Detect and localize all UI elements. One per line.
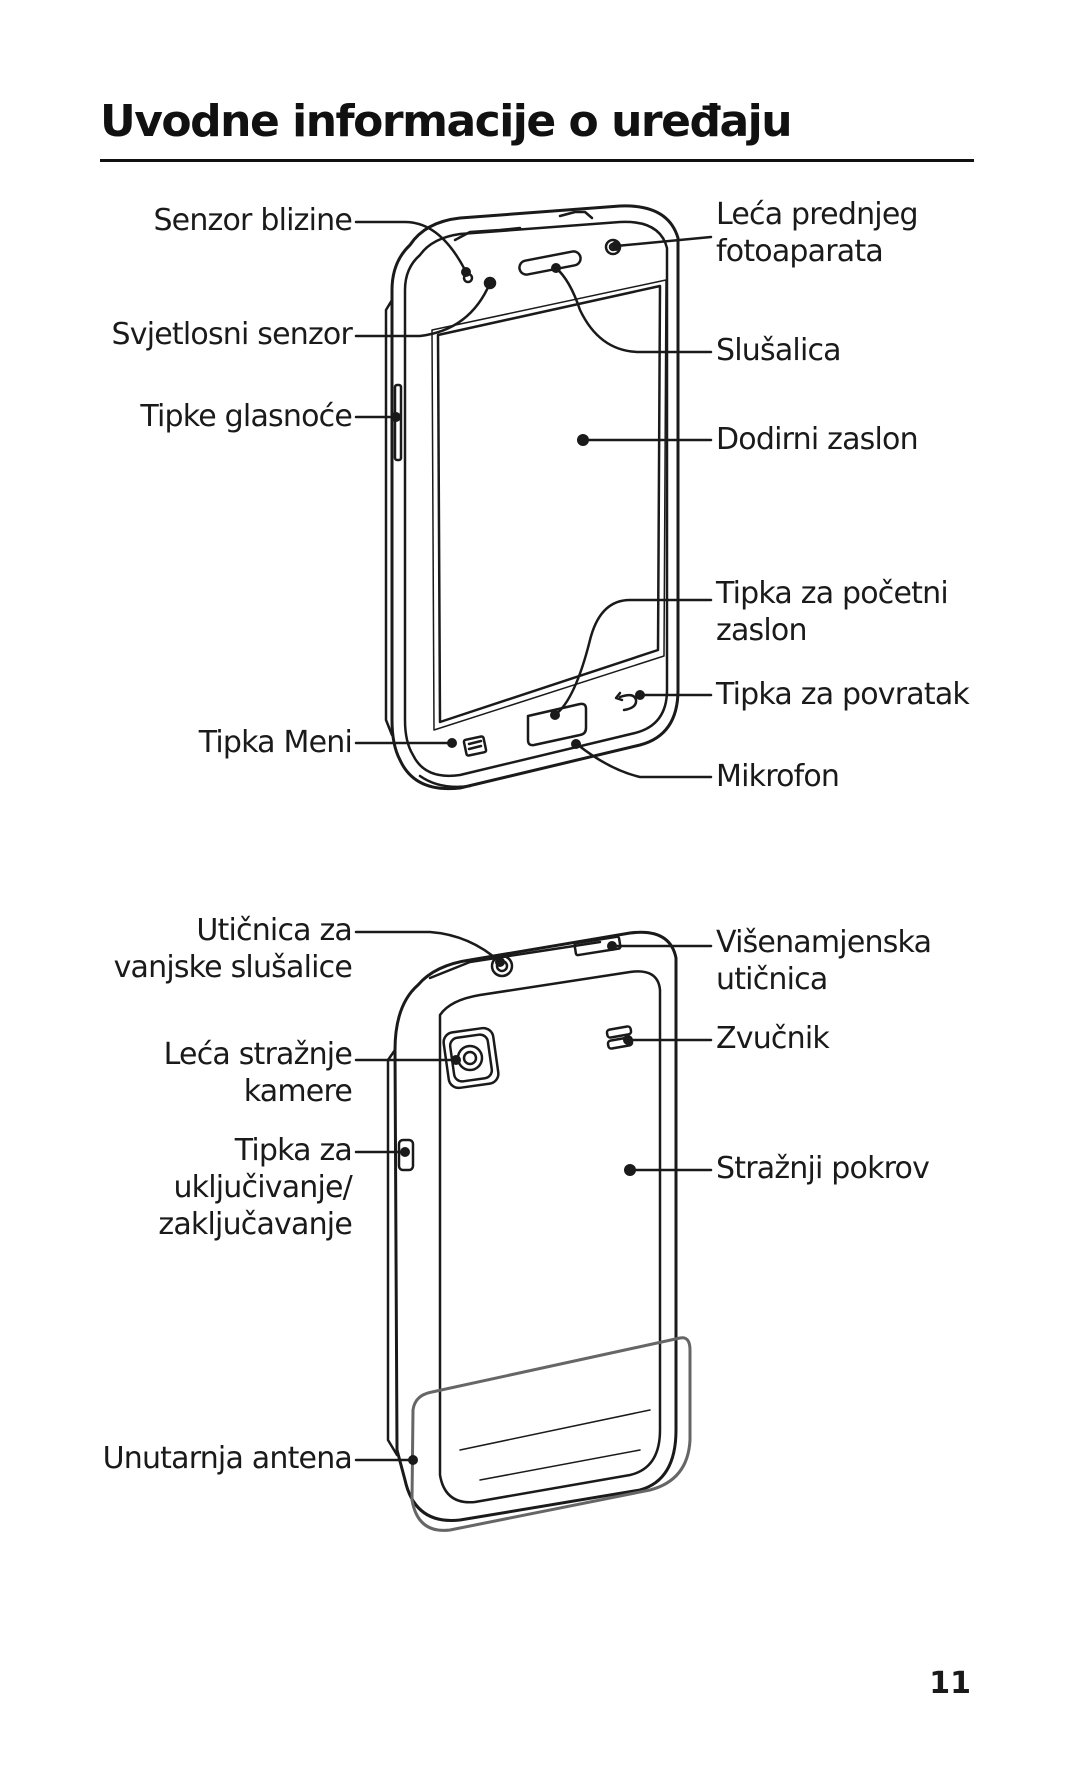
label-front-camera: Leća prednjeg fotoaparata: [716, 196, 919, 270]
label-power-key-line3: zaključavanje: [158, 1207, 352, 1242]
label-rear-camera-line2: kamere: [243, 1074, 353, 1109]
label-microphone: Mikrofon: [716, 759, 840, 794]
back-callout-dots: [400, 941, 636, 1465]
label-power-key-line2: uključivanje/: [173, 1170, 352, 1205]
label-internal-antenna: Unutarnja antena: [102, 1441, 353, 1476]
front-phone-illustration: [384, 204, 680, 791]
label-menu-key: Tipka Meni: [198, 725, 353, 760]
label-rear-camera-line1: Leća stražnje: [163, 1037, 353, 1072]
label-headset-jack: Utičnica za vanjske slušalice: [113, 912, 353, 986]
label-volume-keys: Tipke glasnoće: [140, 399, 352, 434]
label-front-camera-line2: fotoaparata: [716, 234, 884, 269]
label-home-key-line1: Tipka za početni: [716, 576, 949, 611]
label-power-key-line1: Tipka za: [234, 1133, 353, 1168]
label-back-key: Tipka za povratak: [716, 677, 970, 712]
label-multipurpose-jack-line1: Višenamjenska: [716, 925, 932, 960]
page-title: Uvodne informacije o uređaju: [100, 96, 793, 147]
title-rule: [100, 159, 974, 162]
label-headset-jack-line2: vanjske slušalice: [113, 950, 353, 985]
label-light-sensor: Svjetlosni senzor: [111, 317, 353, 352]
label-power-key: Tipka za uključivanje/ zaključavanje: [158, 1132, 352, 1243]
label-front-camera-line1: Leća prednjeg: [716, 197, 919, 232]
label-rear-camera: Leća stražnje kamere: [163, 1036, 353, 1110]
label-proximity-sensor: Senzor blizine: [153, 203, 352, 238]
page-number: 11: [929, 1666, 971, 1701]
front-callouts: [354, 220, 713, 779]
label-back-cover: Stražnji pokrov: [716, 1151, 930, 1186]
label-multipurpose-jack-line2: utičnica: [716, 962, 828, 997]
label-speaker: Zvučnik: [716, 1021, 830, 1056]
back-phone-illustration: [386, 930, 692, 1532]
back-callouts: [354, 930, 713, 1462]
front-callout-dots: [391, 241, 645, 749]
label-headset-jack-line1: Utičnica za: [196, 913, 352, 948]
label-home-key: Tipka za početni zaslon: [716, 575, 949, 649]
label-multipurpose-jack: Višenamjenska utičnica: [716, 924, 932, 998]
label-home-key-line2: zaslon: [716, 613, 807, 648]
label-touch-screen: Dodirni zaslon: [716, 422, 919, 457]
label-earpiece: Slušalica: [716, 333, 842, 368]
